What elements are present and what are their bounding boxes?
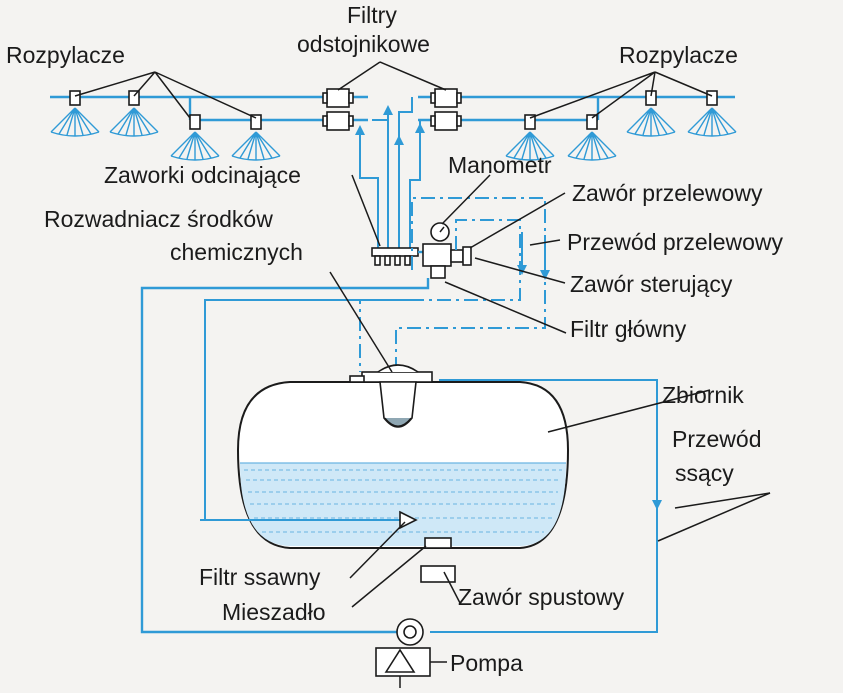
settling-filter-icon	[430, 88, 462, 108]
settling-filter-icon	[322, 111, 354, 131]
label-tank: Zbiornik	[662, 382, 744, 408]
tank	[236, 381, 570, 549]
nozzle-icon	[567, 114, 617, 161]
label-chem-inductor-1: Rozwadniacz środków	[44, 206, 273, 232]
label-chem-inductor-2: chemicznych	[170, 239, 303, 265]
shutoff-valve-manifold	[371, 247, 432, 266]
pump	[375, 618, 431, 688]
label-overflow-line: Przewód przelewowy	[567, 229, 784, 255]
label-shutoff-valves: Zaworki odcinające	[104, 162, 301, 188]
nozzle-icon	[231, 114, 281, 161]
label-drain-valve: Zawór spustowy	[458, 584, 625, 610]
label-suction-line-2: ssący	[675, 460, 734, 486]
settling-filter-icon	[430, 111, 462, 131]
label-agitator: Mieszadło	[222, 599, 326, 625]
pressure-line	[140, 278, 430, 634]
label-nozzles-left: Rozpylacze	[6, 42, 125, 68]
nozzle-icon	[170, 114, 220, 161]
label-settling-filters-1: Filtry	[347, 2, 397, 28]
settling-filter-icon	[322, 88, 354, 108]
label-control-valve: Zawór sterujący	[570, 271, 733, 297]
chemical-inductor	[361, 364, 433, 428]
boom-left	[50, 95, 368, 122]
label-pump: Pompa	[450, 650, 523, 676]
leader-lines	[74, 61, 771, 663]
label-nozzles-right: Rozpylacze	[619, 42, 738, 68]
label-suction-line-1: Przewód	[672, 426, 761, 452]
label-suction-filter: Filtr ssawny	[199, 564, 321, 590]
supply-risers	[355, 97, 430, 250]
label-overflow-valve: Zawór przelewowy	[572, 180, 763, 206]
label-manometer: Manometr	[448, 152, 552, 178]
drain-valve	[420, 537, 456, 583]
label-settling-filters-2: odstojnikowe	[297, 31, 430, 57]
label-main-filter: Filtr główny	[570, 316, 687, 342]
control-valve-assembly	[422, 222, 472, 279]
